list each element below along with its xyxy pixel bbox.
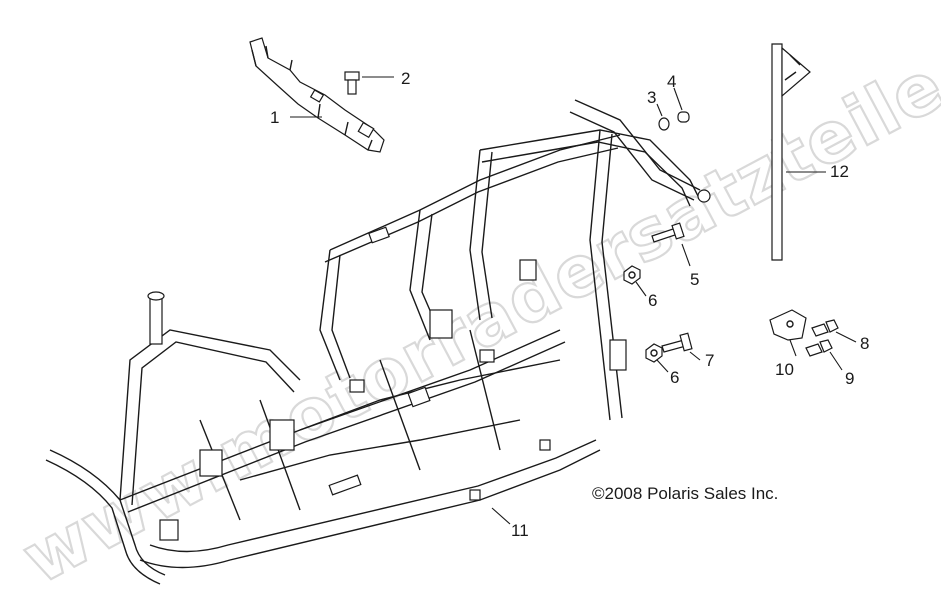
part-3-bushing	[658, 117, 670, 131]
part-10-bracket	[769, 309, 807, 341]
part-6-nut-lower	[645, 343, 663, 363]
part-2-bolt	[344, 71, 360, 95]
callout-8: 8	[860, 334, 869, 353]
callout-4: 4	[667, 72, 676, 91]
callout-3: 3	[647, 88, 656, 107]
part-5-bolt	[651, 222, 685, 243]
watermark: www.motorradersatzteile.de	[9, 0, 941, 600]
part-7-bolt	[661, 332, 693, 353]
part-4-spacer	[677, 111, 690, 123]
callout-6-lower: 6	[670, 368, 679, 387]
callout-7: 7	[705, 351, 714, 370]
callout-12: 12	[830, 162, 849, 181]
callout-5: 5	[690, 270, 699, 289]
part-12-flag	[771, 43, 811, 261]
part-1-bracket-rail	[249, 37, 385, 153]
part-11-main-frame	[45, 99, 711, 585]
copyright-notice: ©2008 Polaris Sales Inc.	[592, 484, 778, 503]
callout-labels: 1 2 3 4 5 6 6 7 8 9 10 11 12	[270, 69, 869, 540]
callout-1: 1	[270, 108, 279, 127]
part-6-nut-upper	[623, 265, 641, 285]
callout-9: 9	[845, 369, 854, 388]
part-8-bolt	[811, 319, 839, 337]
callout-10: 10	[775, 360, 794, 379]
callout-6-upper: 6	[648, 291, 657, 310]
part-9-bolt	[805, 339, 833, 357]
callout-2: 2	[401, 69, 410, 88]
callout-11: 11	[511, 521, 529, 540]
leader-lines	[290, 76, 857, 525]
